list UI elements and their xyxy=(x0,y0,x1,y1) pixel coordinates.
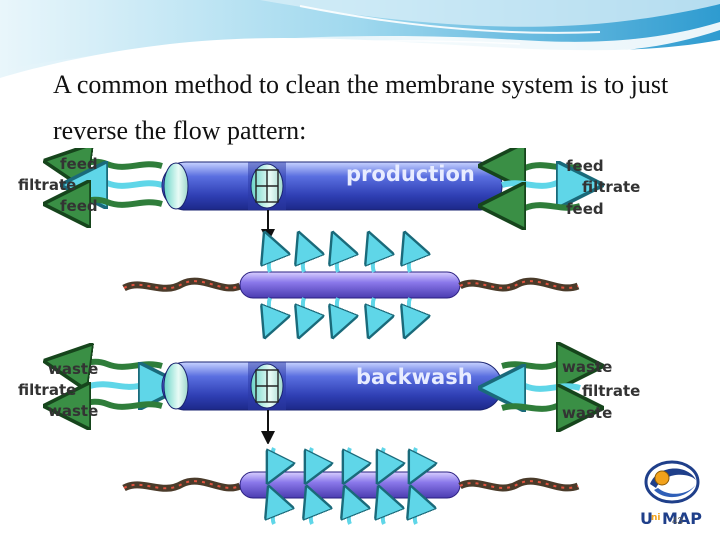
filtrate-arrow-left-in xyxy=(89,383,162,387)
label-left-2: filtrate xyxy=(18,176,76,194)
waste-arrow-left-bottom xyxy=(67,402,163,407)
filtrate-arrow-left xyxy=(84,182,163,186)
filtrate-arrow-right xyxy=(501,182,580,186)
label-left-3: feed xyxy=(60,197,98,215)
label-right-1: feed xyxy=(566,157,604,175)
backwash-module: waste filtrate waste waste filtrate wast… xyxy=(18,358,640,445)
backwash-fiber xyxy=(239,471,461,499)
waste-arrow-right-bottom xyxy=(501,405,580,409)
logo-text-u: U xyxy=(640,509,653,528)
unimap-logo: U ni MAP xyxy=(640,460,702,528)
membrane-flow-diagram: feed filtrate feed feed filtrate feed pr… xyxy=(18,148,640,528)
label-left-2: filtrate xyxy=(18,381,76,399)
label-right-2: filtrate xyxy=(582,178,640,196)
production-tube-label: production xyxy=(346,162,475,186)
label-right-3: feed xyxy=(566,200,604,218)
label-right-1: waste xyxy=(562,358,612,376)
backwash-left-cap xyxy=(163,362,189,410)
production-fiber-detail xyxy=(119,244,580,326)
production-left-cap xyxy=(163,162,189,210)
backwash-inflow-arrows xyxy=(273,447,417,525)
label-left-3: waste xyxy=(48,402,98,420)
backwash-tube-label: backwash xyxy=(356,365,473,389)
feed-arrow-left-bottom xyxy=(67,200,163,205)
header-swoosh-decoration xyxy=(0,0,720,80)
label-right-2: filtrate xyxy=(582,382,640,400)
backwash-fiber-detail xyxy=(119,444,580,528)
label-left-1: waste xyxy=(48,360,98,378)
filtrate-arrow-right-in xyxy=(502,385,581,389)
production-fiber xyxy=(239,271,461,299)
feed-arrow-right-bottom xyxy=(502,205,581,209)
slide-title: A common method to clean the membrane sy… xyxy=(53,70,669,145)
label-left-1: feed xyxy=(60,155,98,173)
page-number: 43 xyxy=(672,516,684,527)
production-permeate-arrows xyxy=(269,246,411,324)
production-module: feed filtrate feed feed filtrate feed pr… xyxy=(18,155,640,243)
logo-text-map: MAP xyxy=(662,509,702,528)
logo-text-ni: ni xyxy=(651,513,661,523)
label-right-3: waste xyxy=(562,404,612,422)
